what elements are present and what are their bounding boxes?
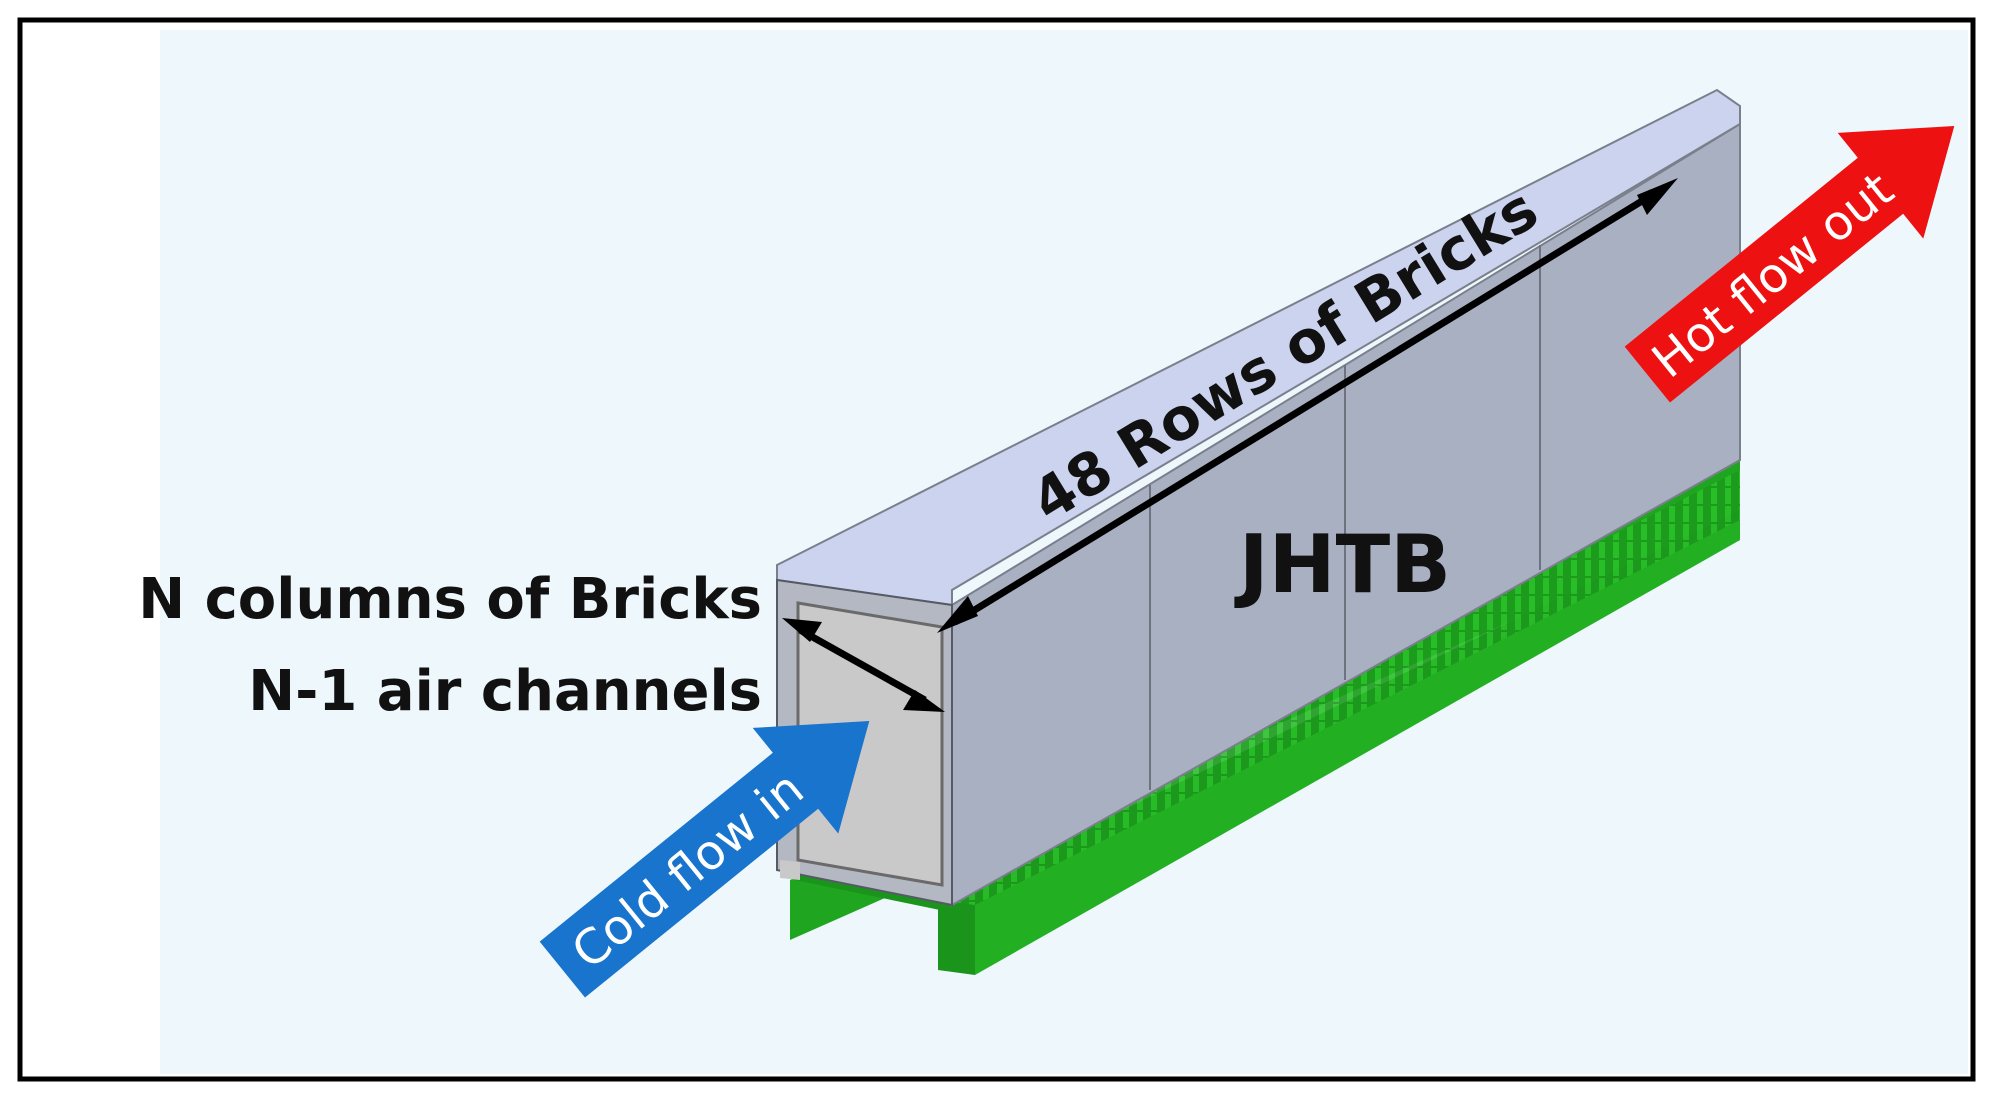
columns-label: N columns of Bricks: [138, 567, 762, 632]
channels-label: N-1 air channels: [248, 659, 762, 724]
brick-box: [776, 88, 1741, 907]
rows-dimension-arrow: [937, 178, 1678, 633]
jhtb-label: JHTB: [1234, 518, 1451, 611]
columns-dimension-arrow: [782, 618, 945, 712]
